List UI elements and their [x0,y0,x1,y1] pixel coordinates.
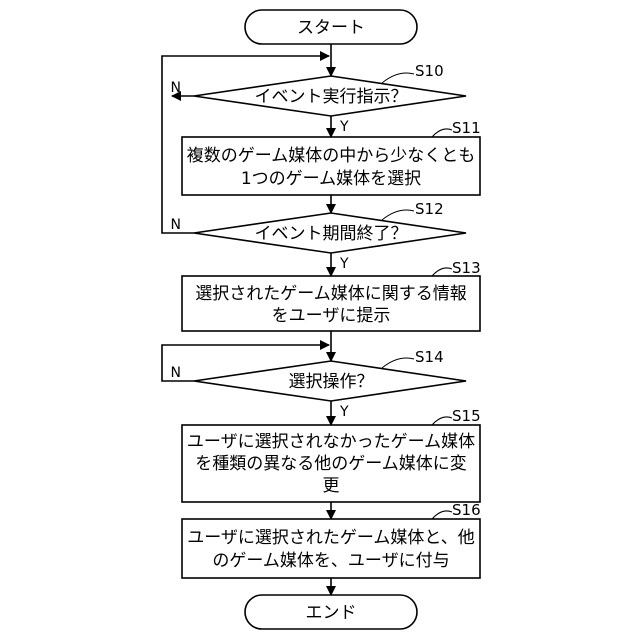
s12-yes-label: Y [339,256,349,272]
process-s13-line-2: をユーザに提示 [272,306,391,326]
decision-s12-label: イベント期間終了？ [255,224,408,244]
process-s15-line-2: を種類の異なる他のゲーム媒体に変 [195,454,467,474]
decision-s14-label: 選択操作？ [289,372,374,392]
decision-s12: イベント期間終了？ [194,213,466,253]
decision-s14: 選択操作？ [194,361,466,401]
s12-no-label: N [171,217,181,233]
process-s15: ユーザに選択されなかったゲーム媒体 を種類の異なる他のゲーム媒体に変 更 [182,425,480,502]
process-s16: ユーザに選択されたゲーム媒体と、他 のゲーム媒体を、ユーザに付与 [182,519,480,578]
step-id-s13: S13 [452,259,481,277]
process-s11-line-2: 1つのゲーム媒体を選択 [241,169,421,189]
process-s11: 複数のゲーム媒体の中から少なくとも 1つのゲーム媒体を選択 [182,137,480,195]
process-s15-line-3: 更 [323,476,340,496]
step-id-s15: S15 [452,407,481,425]
s10-yes-label: Y [339,119,349,135]
step-id-s10: S10 [415,62,444,80]
end-terminal: エンド [245,595,417,629]
decision-s10: イベント実行指示？ [194,76,466,116]
process-s11-line-1: 複数のゲーム媒体の中から少なくとも [187,146,476,166]
step-id-s14: S14 [415,348,444,366]
s14-yes-label: Y [339,404,349,420]
end-label: エンド [306,603,357,623]
process-s13-line-1: 選択されたゲーム媒体に関する情報 [195,284,467,304]
process-s13: 選択されたゲーム媒体に関する情報 をユーザに提示 [182,276,480,331]
process-s15-line-1: ユーザに選択されなかったゲーム媒体 [187,432,475,452]
s14-no-label: N [171,365,181,381]
step-id-s16: S16 [452,501,481,519]
s10-no-label: N [171,80,181,96]
step-id-s12: S12 [415,200,444,218]
process-s16-line-2: のゲーム媒体を、ユーザに付与 [212,551,449,571]
start-terminal: スタート [245,10,417,44]
process-s16-line-1: ユーザに選択されたゲーム媒体と、他 [187,528,474,548]
decision-s10-label: イベント実行指示？ [255,87,408,107]
step-id-s11: S11 [452,119,481,137]
start-label: スタート [297,18,365,38]
